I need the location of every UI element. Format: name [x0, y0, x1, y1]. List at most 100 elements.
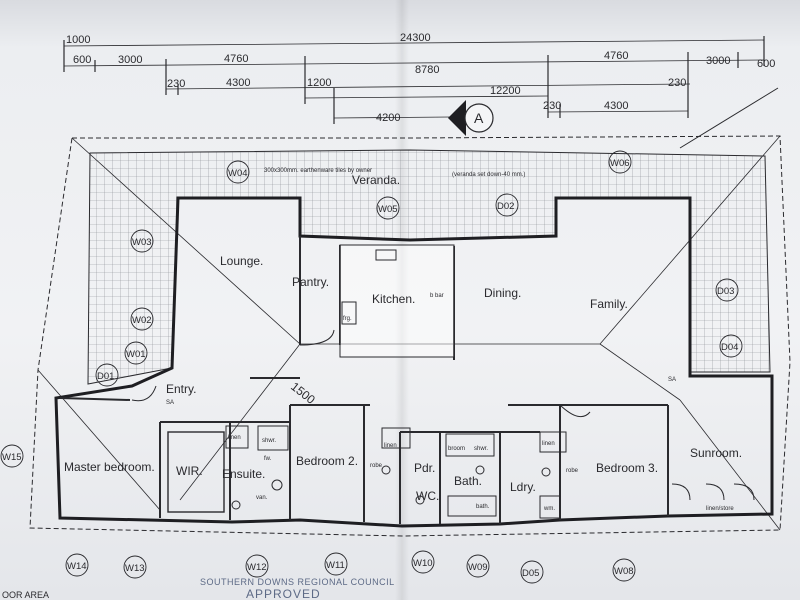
wm-label: wm. [543, 506, 555, 512]
room-bath: Bath. [454, 474, 482, 488]
room-sunroom: Sunroom. [690, 446, 742, 460]
dim-4760-right: 4760 [604, 50, 628, 62]
dim-4300-left: 4300 [226, 77, 250, 89]
bath-shower-label: shwr. [474, 446, 488, 452]
dim-4300-right: 4300 [604, 100, 628, 112]
dim-230-left: 230 [167, 78, 185, 90]
room-wc: WC. [416, 489, 439, 503]
tag-d03: D03 [717, 286, 734, 297]
bed3-robe-label: robe [566, 468, 579, 474]
section-marker-label: A [474, 110, 484, 126]
dim-4760-left: 4760 [224, 53, 248, 65]
stamp-approved: APPROVED [246, 587, 321, 600]
door-swings [131, 329, 591, 418]
dim-230-right: 230 [668, 77, 686, 89]
bath-shower [445, 433, 495, 457]
sa-family: SA [668, 377, 676, 383]
room-dining: Dining. [484, 286, 521, 300]
hall-linen-label: linen [384, 443, 397, 449]
dim-1500: 1500 [288, 379, 318, 407]
dim-12200: 12200 [490, 85, 521, 97]
dim-1000: 1000 [66, 34, 90, 46]
bed3-linen-label: linen [542, 441, 555, 447]
linen-store-label: linen/store [706, 506, 734, 512]
tag-d05: D05 [522, 568, 539, 579]
ensuite-basin [231, 500, 241, 510]
room-family: Family. [590, 297, 628, 311]
room-lounge: Lounge. [220, 254, 263, 268]
tag-w01: W01 [126, 349, 146, 360]
laundry-tub [541, 467, 551, 477]
room-kitchen: Kitchen. [372, 292, 415, 306]
tag-w05: W05 [378, 204, 398, 215]
tag-d04: D04 [721, 342, 738, 353]
tag-d01: D01 [97, 371, 114, 382]
room-master-bedroom: Master bedroom. [64, 460, 155, 474]
wir-shelves [167, 431, 225, 513]
frg-label: frg. [343, 316, 352, 322]
tag-w09: W09 [468, 562, 488, 573]
fridge-space [341, 301, 357, 325]
hip-lines [37, 135, 781, 531]
bbar-label: b bar [430, 293, 444, 299]
ensuite-shower [257, 425, 289, 451]
ensuite-linen [225, 425, 249, 449]
dim-600-left: 600 [73, 54, 91, 66]
room-bedroom-3: Bedroom 3. [596, 461, 658, 475]
wc-toilet [415, 495, 425, 505]
dim-600-right: 600 [757, 58, 775, 70]
ensuite-fw-label: fw. [264, 456, 272, 462]
tiles-note: 300x300mm. earthenware tiles by owner [264, 168, 372, 174]
sunroom-doors [671, 483, 755, 501]
tag-w14: W14 [67, 561, 87, 572]
plan-notes: 300x300mm. earthenware tiles by owner (v… [166, 168, 734, 512]
roof-outline [29, 87, 791, 537]
bathtub-label: bath. [476, 504, 490, 510]
opening-tags [0, 150, 743, 584]
ensuite-linen-label: linen [228, 435, 241, 441]
tag-w06: W06 [610, 158, 630, 169]
tag-w02: W02 [132, 315, 152, 326]
room-laundry: Ldry. [510, 480, 536, 494]
washing-machine [539, 495, 561, 519]
ensuite-toilet [271, 479, 283, 491]
broom-label: broom [448, 446, 465, 452]
veranda-set-down-note: (veranda set down-40 mm.) [452, 172, 525, 178]
ensuite-shower-label: shwr. [262, 438, 276, 444]
tag-d02: D02 [497, 201, 514, 212]
dim-4200: 4200 [376, 112, 400, 124]
tag-w03: W03 [132, 237, 152, 248]
kitchen-sink [375, 249, 397, 261]
dim-3000-right: 3000 [706, 55, 730, 67]
dimension-lines [63, 36, 765, 124]
ensuite-van-label: van. [256, 495, 268, 501]
section-marker: A [448, 100, 494, 136]
room-pdr: Pdr. [414, 461, 435, 475]
bed3-linen [539, 431, 567, 453]
dimension-labels: 24300 1000 600 3000 4760 4760 3000 600 2… [66, 32, 775, 124]
council-stamp: SOUTHERN DOWNS REGIONAL COUNCIL APPROVED… [2, 577, 395, 600]
bed2-robe-label: robe [370, 463, 383, 469]
tag-w10: W10 [413, 558, 433, 569]
bath-basin [475, 465, 485, 475]
room-veranda: Veranda. [352, 173, 400, 187]
tag-w04: W04 [228, 168, 248, 179]
floor-area-label: OOR AREA [2, 590, 49, 600]
room-ensuite: Ensuite. [222, 467, 265, 481]
pdr-basin [381, 465, 391, 475]
stamp-council: SOUTHERN DOWNS REGIONAL COUNCIL [200, 577, 395, 587]
dim-overall: 24300 [400, 32, 431, 44]
dim-8780: 8780 [415, 64, 439, 76]
bathtub [447, 495, 497, 517]
kitchen-bench [339, 244, 455, 358]
room-pantry: Pantry. [292, 275, 329, 289]
tag-w13: W13 [125, 563, 145, 574]
fixtures [131, 244, 755, 519]
dim-3000-left: 3000 [118, 54, 142, 66]
tag-w08: W08 [614, 566, 634, 577]
tag-w11: W11 [326, 560, 345, 571]
room-entry: Entry. [166, 382, 196, 396]
room-bedroom-2: Bedroom 2. [296, 454, 358, 468]
hall-linen [381, 427, 411, 449]
